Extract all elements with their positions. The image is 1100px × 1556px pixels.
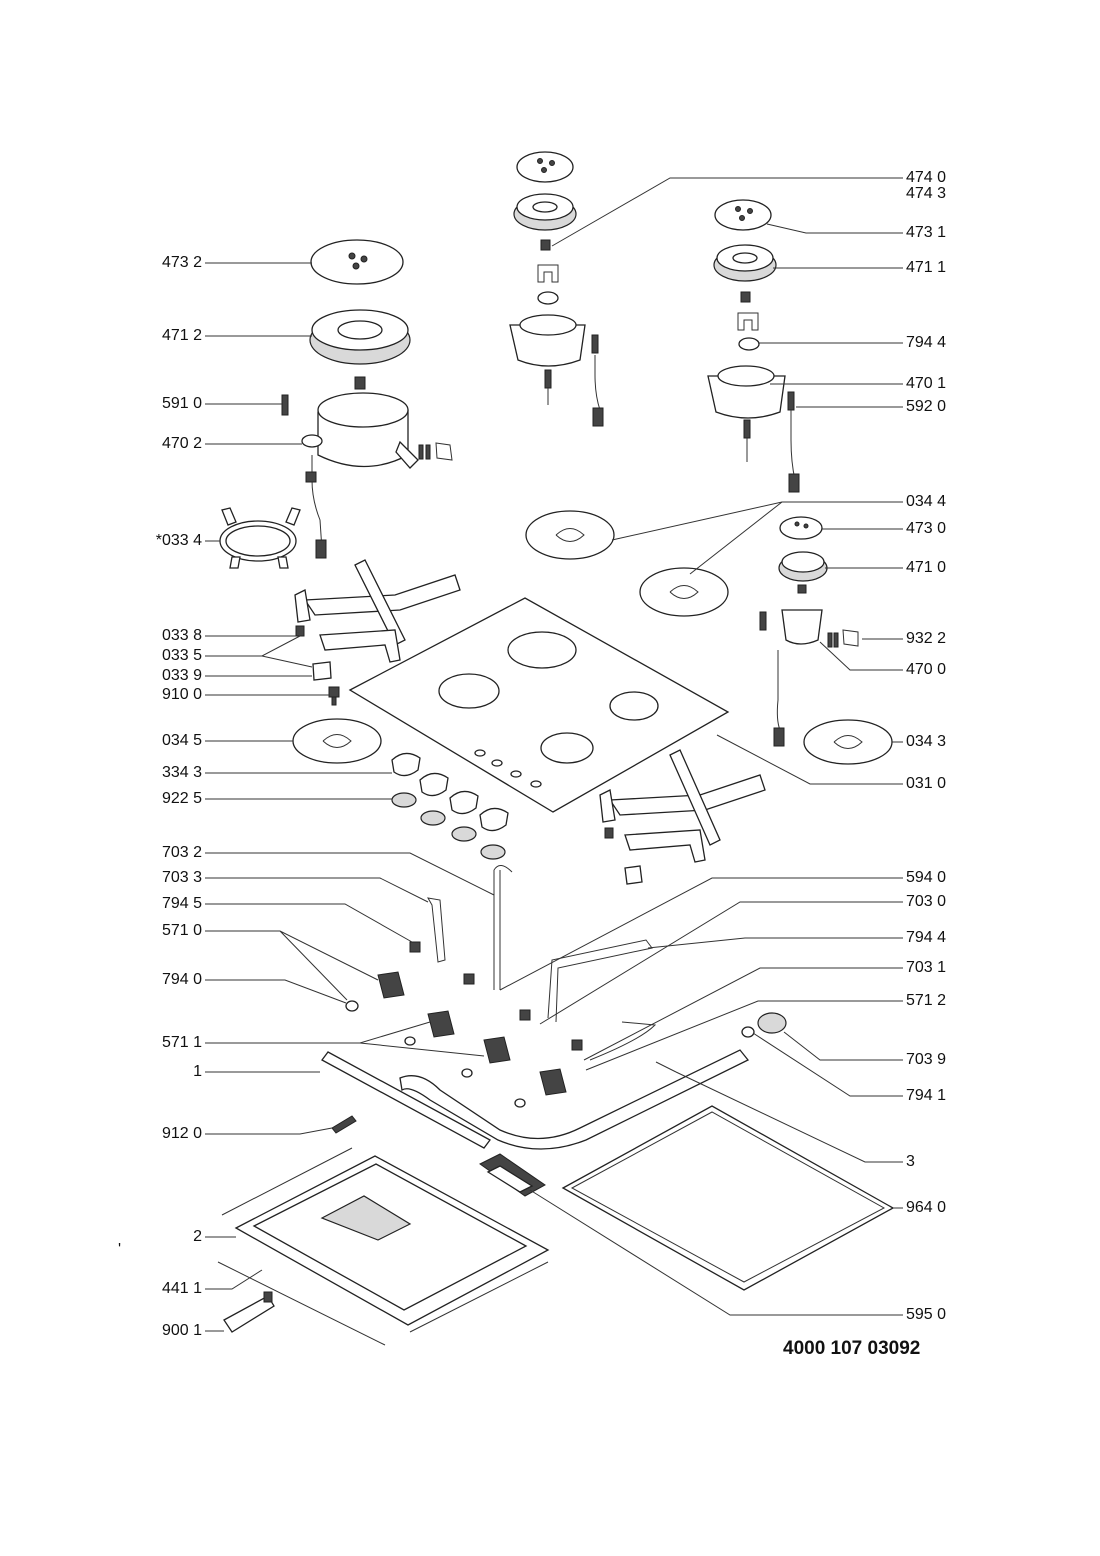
ignition-module <box>479 1153 546 1197</box>
label-703-0: 703 0 <box>906 893 946 910</box>
label-912-0: 912 0 <box>162 1125 202 1142</box>
label-3: 3 <box>906 1153 915 1170</box>
label-034-5: 034 5 <box>162 732 202 749</box>
hob-top-panel <box>348 597 730 813</box>
label-034-4: 034 4 <box>906 493 946 510</box>
auxiliary-burner-assembly <box>759 516 859 747</box>
label-470-0: 470 0 <box>906 661 946 678</box>
label-471-2: 471 2 <box>162 327 202 344</box>
label-794-0: 794 0 <box>162 971 202 988</box>
drawing-number: 4000 107 03092 <box>783 1338 920 1359</box>
label-031-0: 031 0 <box>906 775 946 792</box>
label-033-5: 033 5 <box>162 647 202 664</box>
label-571-1: 571 1 <box>162 1034 202 1051</box>
label-794-1: 794 1 <box>906 1087 946 1104</box>
semi-rapid-burner-assembly-right <box>707 199 800 493</box>
label-591-0: 591 0 <box>162 395 202 412</box>
small-fixings <box>295 625 340 706</box>
label-703-3: 703 3 <box>162 869 202 886</box>
label-033-8: 033 8 <box>162 627 202 644</box>
large-burner-assembly <box>281 239 453 559</box>
burner-trays-034-4 <box>525 510 729 617</box>
label-594-0: 594 0 <box>906 869 946 886</box>
label-470-1: 470 1 <box>906 375 946 392</box>
label-703-2: 703 2 <box>162 844 202 861</box>
part-number-labels: 474 0 474 3 473 1 471 1 794 4 470 1 592 … <box>118 169 946 1359</box>
pan-support-right <box>599 749 766 885</box>
label-703-1: 703 1 <box>906 959 946 976</box>
label-334-3: 334 3 <box>162 764 202 781</box>
leader-lines <box>205 177 903 1332</box>
label-571-2: 571 2 <box>906 992 946 1009</box>
label-2: 2 <box>193 1228 202 1245</box>
label-922-5: 922 5 <box>162 790 202 807</box>
label-470-2: 470 2 <box>162 435 202 452</box>
label-964-0: 964 0 <box>906 1199 946 1216</box>
label-473-1: 473 1 <box>906 224 946 241</box>
label-441-1: 441 1 <box>162 1280 202 1297</box>
label-794-4-bottom: 794 4 <box>906 929 946 946</box>
label-033-9: 033 9 <box>162 667 202 684</box>
label-910-0: 910 0 <box>162 686 202 703</box>
label-932-2: 932 2 <box>906 630 946 647</box>
front-cross-bar <box>321 1051 677 1149</box>
stray-mark: ' <box>118 1241 121 1258</box>
control-knobs <box>391 752 509 860</box>
label-474-3: 474 3 <box>906 185 946 202</box>
label-471-0: 471 0 <box>906 559 946 576</box>
label-794-4-top: 794 4 <box>906 334 946 351</box>
label-471-1: 471 1 <box>906 259 946 276</box>
label-571-0: 571 0 <box>162 922 202 939</box>
fixing-clamp <box>223 1291 275 1333</box>
parts-drawing <box>217 151 895 1346</box>
pan-support-left <box>294 559 461 663</box>
burner-trays-034-5-034-3 <box>292 718 893 765</box>
label-900-1: 900 1 <box>162 1322 202 1339</box>
gasket <box>561 1105 895 1291</box>
label-595-0: 595 0 <box>906 1306 946 1323</box>
label-473-2: 473 2 <box>162 254 202 271</box>
wok-ring <box>219 507 301 569</box>
label-703-9: 703 9 <box>906 1051 946 1068</box>
gas-valves-and-pipes <box>345 865 787 1150</box>
semi-rapid-burner-assembly-top <box>509 151 604 427</box>
label-592-0: 592 0 <box>906 398 946 415</box>
label-1: 1 <box>193 1063 202 1080</box>
label-794-5: 794 5 <box>162 895 202 912</box>
label-033-4: *033 4 <box>156 532 202 549</box>
label-473-0: 473 0 <box>906 520 946 537</box>
base-tray <box>217 1147 550 1346</box>
label-034-3: 034 3 <box>906 733 946 750</box>
label-474-0: 474 0 <box>906 169 946 186</box>
